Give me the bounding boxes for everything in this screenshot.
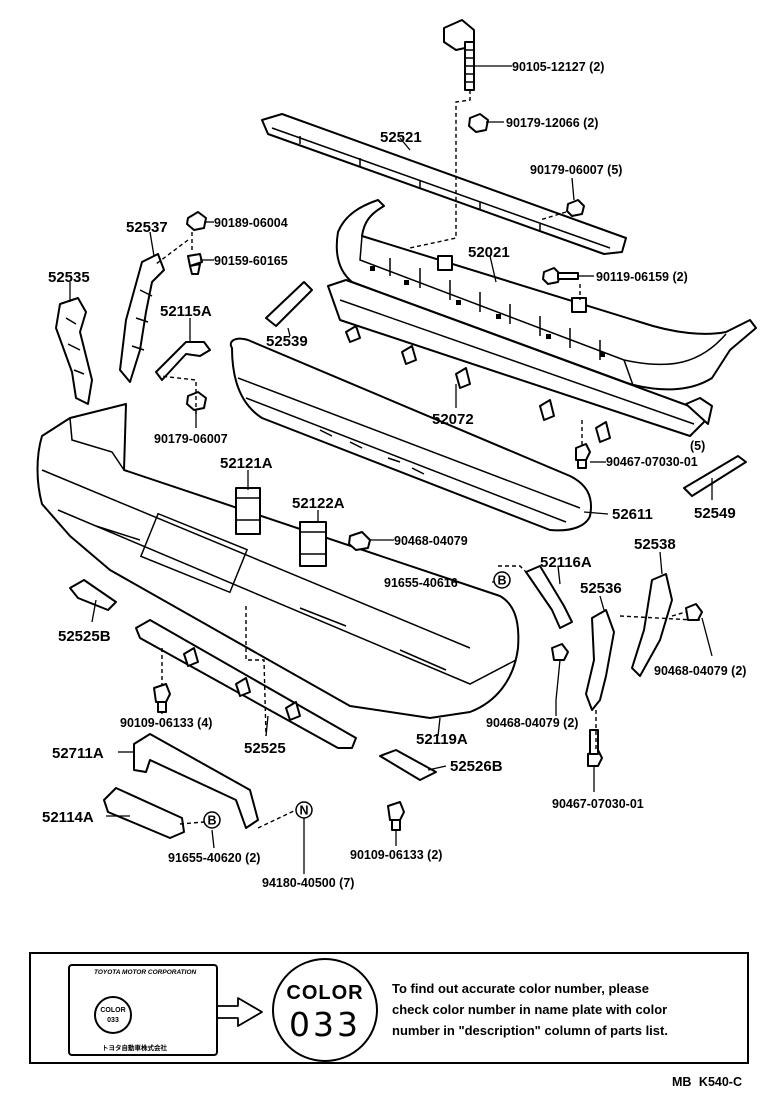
color-word: COLOR — [286, 982, 364, 1004]
label-90179-06007-5: 90179-06007 (5) — [530, 163, 622, 177]
label-52072: 52072 — [432, 411, 474, 428]
nut-90468-04079 — [348, 531, 371, 551]
label-90468-04079-right: 90468-04079 (2) — [654, 664, 746, 678]
label-90468-04079: 90468-04079 — [394, 534, 468, 548]
nut-90179-06007-single — [186, 391, 207, 411]
plate-color-circle: COLOR 033 — [94, 996, 132, 1034]
bracket-52525B — [69, 579, 117, 611]
label-52539: 52539 — [266, 333, 308, 350]
label-52611: 52611 — [612, 506, 653, 523]
label-52526B: 52526B — [450, 758, 503, 775]
label-90179-12066: 90179-12066 (2) — [506, 116, 598, 130]
bolt-90109-left — [153, 683, 171, 713]
marker-b-upper: B — [497, 574, 506, 588]
label-90467-07030-01-lower: 90467-07030-01 — [552, 797, 644, 811]
bolt-90467-upper — [575, 443, 591, 469]
label-52021: 52021 — [468, 244, 510, 261]
color-instructions: To find out accurate color number, pleas… — [392, 978, 742, 1041]
extension-52711A — [133, 733, 259, 829]
label-90468-04079-left: 90468-04079 (2) — [486, 716, 578, 730]
screw-90159 — [187, 253, 203, 275]
bolt-90105 — [443, 19, 475, 91]
color-circle: COLOR 033 — [272, 958, 378, 1062]
color-note-box — [29, 952, 749, 1064]
support-52114A — [103, 787, 185, 839]
label-52525: 52525 — [244, 740, 286, 757]
bracket-52526B — [379, 749, 437, 781]
reinforcement-52521 — [261, 113, 627, 255]
bolt-90109-right — [387, 801, 405, 831]
label-90189-06004: 90189-06004 — [214, 216, 288, 230]
note-line-3: number in "description" column of parts … — [392, 1023, 668, 1038]
label-90179-06007: 90179-06007 — [154, 432, 228, 446]
bolt-90467-lower — [587, 729, 603, 767]
label-90105-12127: 90105-12127 (2) — [512, 60, 604, 74]
label-52115A: 52115A — [160, 303, 212, 320]
label-52538: 52538 — [634, 536, 676, 553]
molding-52611 — [229, 337, 592, 532]
nut-90468-04079-left — [551, 643, 569, 661]
retainer-52536 — [585, 609, 615, 711]
marker-b-lower: B — [207, 814, 216, 828]
label-90467-07030-01-upper: 90467-07030-01 — [606, 455, 698, 469]
label-52121A: 52121A — [220, 455, 273, 472]
reference-code: MB K540-C — [672, 1075, 742, 1089]
plate-color-code: 033 — [107, 1017, 119, 1024]
bracket-52537 — [119, 253, 165, 383]
label-90159-60165: 90159-60165 — [214, 254, 288, 268]
nut-90179-12066 — [468, 113, 489, 133]
label-52521: 52521 — [380, 129, 422, 146]
reinforcement-52525 — [135, 619, 357, 749]
label-52116A: 52116A — [540, 554, 592, 571]
label-52549: 52549 — [694, 505, 736, 522]
nut-90468-04079-right — [685, 603, 703, 621]
molding-52549 — [683, 455, 747, 497]
retainer-52538 — [631, 573, 673, 677]
clip-90189 — [186, 211, 207, 231]
label-qty-5: (5) — [690, 439, 705, 453]
nut-90179-06007 — [566, 199, 585, 217]
bumper-cover-52119A — [36, 403, 520, 719]
note-line-2: check color number in name plate with co… — [392, 1002, 668, 1017]
label-52711A: 52711A — [52, 745, 104, 762]
bolt-90119 — [542, 267, 579, 285]
label-52114A: 52114A — [42, 809, 94, 826]
retainer-52072 — [327, 279, 713, 443]
label-91655-40620: 91655-40620 (2) — [168, 851, 260, 865]
stay-52121A — [235, 487, 261, 535]
label-52525B: 52525B — [58, 628, 111, 645]
note-line-1: To find out accurate color number, pleas… — [392, 981, 649, 996]
stay-52122A — [299, 521, 327, 567]
label-91655-40616: 91655-40616 — [384, 576, 458, 590]
label-90109-06133-4: 90109-06133 (4) — [120, 716, 212, 730]
label-90119-06159: 90119-06159 (2) — [596, 270, 688, 284]
label-52536: 52536 — [580, 580, 622, 597]
label-52537: 52537 — [126, 219, 168, 236]
support-52116A — [525, 565, 573, 629]
color-code: 033 — [289, 1005, 361, 1044]
support-52115A — [155, 341, 211, 381]
bracket-52539 — [265, 281, 313, 327]
name-plate: TOYOTA MOTOR CORPORATION COLOR 033 トヨタ自動… — [68, 964, 218, 1056]
label-52119A: 52119A — [416, 731, 468, 748]
label-90109-06133-2: 90109-06133 (2) — [350, 848, 442, 862]
retainer-52535 — [55, 297, 93, 405]
label-52122A: 52122A — [292, 495, 345, 512]
marker-n: N — [299, 804, 308, 818]
plate-color-word: COLOR — [100, 1007, 126, 1014]
label-52535: 52535 — [48, 269, 90, 286]
plate-footer: トヨタ自動車株式会社 — [102, 1045, 167, 1052]
label-94180-40500: 94180-40500 (7) — [262, 876, 354, 890]
plate-title: TOYOTA MOTOR CORPORATION — [94, 969, 197, 976]
